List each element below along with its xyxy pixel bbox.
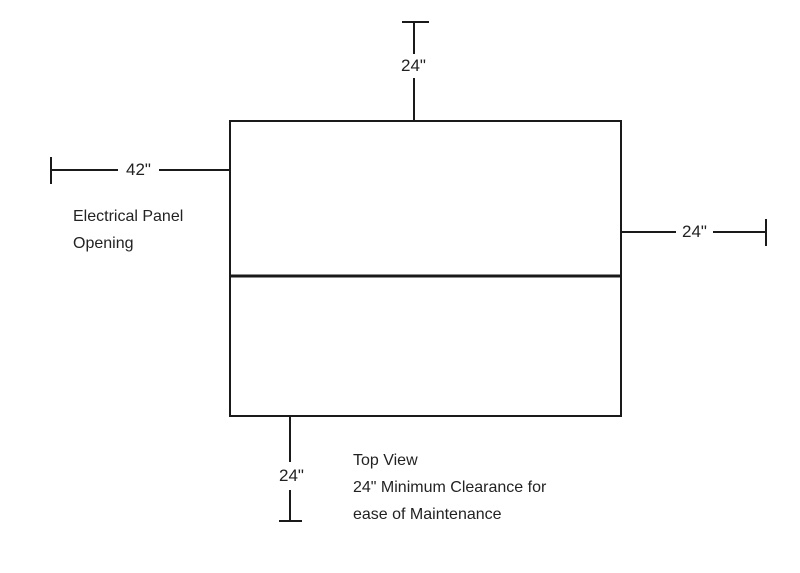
view-note-line-3: ease of Maintenance <box>353 506 502 523</box>
view-note: Top View 24" Minimum Clearance for ease … <box>353 447 546 528</box>
bottom-dimension-label: 24" <box>278 462 305 490</box>
view-note-line-1: Top View <box>353 452 418 469</box>
view-note-line-2: 24" Minimum Clearance for <box>353 479 547 496</box>
top-dimension-label: 24" <box>400 54 427 78</box>
panel-label-line-2: Opening <box>73 235 134 252</box>
panel-label: Electrical Panel Opening <box>73 202 183 258</box>
panel-label-line-1: Electrical Panel <box>73 208 184 225</box>
right-dimension-label: 24" <box>676 222 713 242</box>
equipment-outline <box>229 120 622 417</box>
left-dimension-label: 42" <box>118 160 159 180</box>
